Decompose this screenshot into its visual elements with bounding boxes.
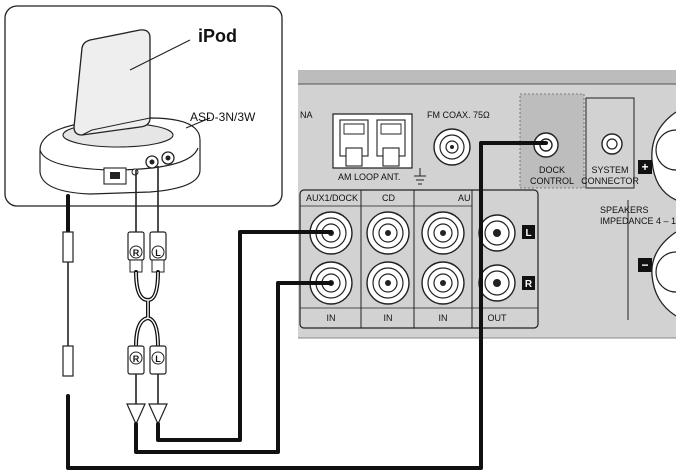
ipod-device [73,29,151,136]
fm-coax-label: FM COAX. 75Ω [427,110,490,120]
l-channel-route [156,230,333,442]
lower-plug-l-label: L [155,354,161,364]
dock-mini-port [131,168,139,176]
fm-coax-jack: FM COAX. 75Ω [427,110,490,166]
am-loop-label: AM LOOP ANT. [338,172,400,182]
jack-cd-r [366,261,410,305]
aux-in-label: IN [439,313,448,323]
minus-badge [638,258,652,272]
rca-jack-block: AUX1/DOCK CD AU [299,189,539,329]
system-connector-label-1: SYSTEM [591,165,628,175]
arrow-down-icon [148,403,168,426]
plus-badge [638,160,652,174]
aux-label-fragment: AU [458,193,471,203]
svg-text:+: + [641,160,648,174]
channel-r-badge [522,276,535,290]
system-connector-jack: SYSTEM CONNECTOR [581,97,639,189]
channel-l-badge [522,225,535,239]
lower-plug-l: L [149,345,167,375]
rca-audio-cable: R L R L [126,166,333,454]
speakers-label-1: SPEAKERS [600,205,649,215]
cd-label: CD [382,193,395,203]
jack-aux-in-r [421,261,465,305]
arrow-down-icon [126,403,146,426]
aux1-dock-in-label: IN [327,313,336,323]
channel-l-label: L [525,228,531,239]
upper-plug-l-label: L [155,248,161,258]
dock-control-label-2: CONTROL [530,176,574,186]
lower-plug-r: R [127,345,145,375]
jack-aux-in-l [421,211,465,255]
ipod-callout-line [129,39,191,71]
dock-callout-line [185,117,211,129]
svg-text:−: − [641,258,648,272]
am-loop-terminal: AM LOOP ANT. [332,113,426,185]
upper-plug-r-label: R [133,248,140,258]
cd-in-label: IN [384,313,393,323]
lower-plug-r-label: R [133,354,140,364]
system-connector-label-2: CONNECTOR [581,176,639,186]
receiver-rear-panel: NA AM LOOP ANT. FM COAX. 75Ω DOCK C [298,70,676,339]
ipod-dock-inset: iPod ASD-3N/3W [4,5,283,207]
dock-model-label: ASD-3N/3W [190,110,256,124]
speaker-terminals: + SPEAKERS IMPEDANCE 4 – 1 − [600,111,676,320]
r-channel-route [134,281,333,454]
aux1-dock-label: AUX1/DOCK [306,193,358,203]
antenna-label-fragment: NA [300,110,313,120]
aux-out-label: OUT [488,313,508,323]
jack-aux-out-r [478,264,516,302]
channel-r-label: R [525,279,533,290]
dock-control-label-1: DOCK [539,165,565,175]
jack-aux-out-l [478,214,516,252]
jack-cd-l [366,211,410,255]
speakers-label-2: IMPEDANCE 4 – 1 [600,216,676,226]
ipod-label: iPod [198,26,237,46]
ground-icon [414,168,426,185]
upper-plug-r: R [127,231,145,273]
upper-plug-l: L [149,231,167,273]
dock-control-cable [62,141,548,470]
dock-control-jack: DOCK CONTROL [519,93,585,189]
